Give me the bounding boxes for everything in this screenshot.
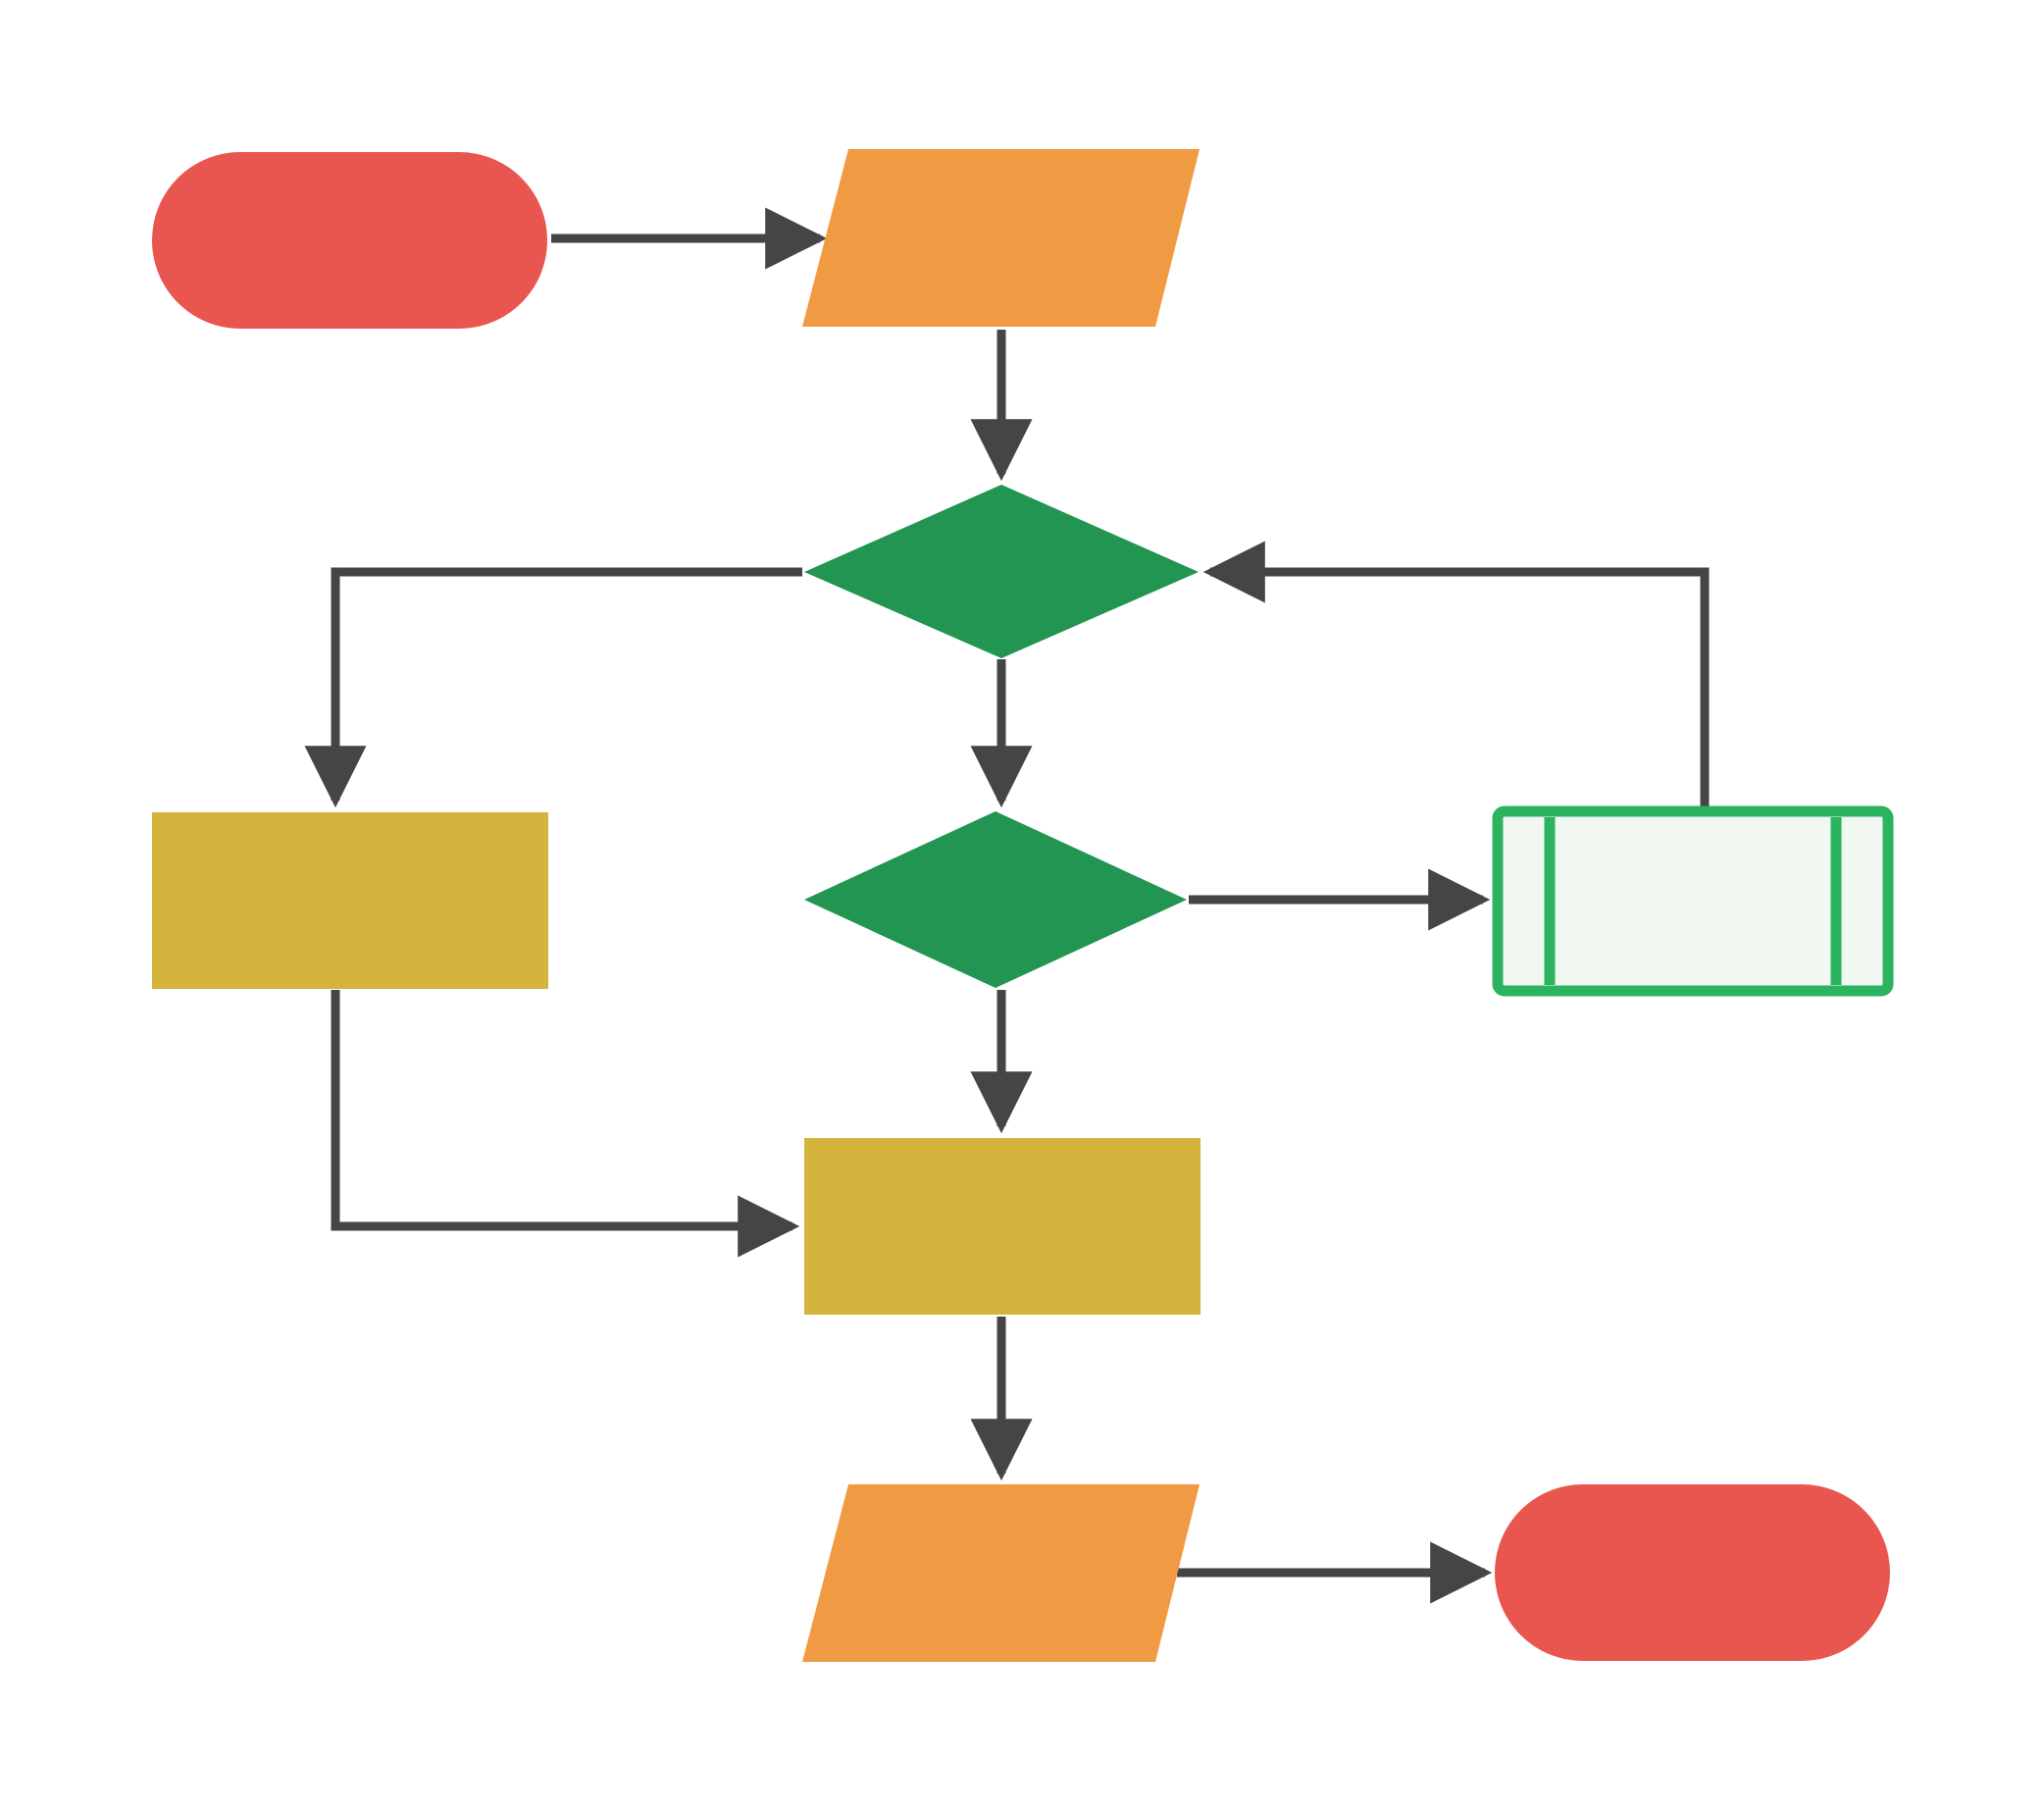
process-center-rectangle-shape[interactable] bbox=[804, 1138, 1201, 1315]
node-layer bbox=[152, 149, 1894, 1662]
edge-process-left-to-process-center bbox=[331, 990, 800, 1258]
node-decision-1-diamond[interactable] bbox=[804, 485, 1199, 658]
edge-layer bbox=[304, 207, 1710, 1604]
node-process-left-rectangle[interactable] bbox=[152, 812, 548, 989]
node-output-parallelogram[interactable] bbox=[802, 1484, 1200, 1662]
end-terminator-shape[interactable] bbox=[1495, 1484, 1890, 1661]
edge-decision-1-to-process-left bbox=[304, 567, 802, 808]
edge-subroutine-to-decision-1 bbox=[1202, 541, 1710, 806]
process-left-rectangle-shape[interactable] bbox=[152, 812, 548, 989]
subroutine-outer-shape[interactable] bbox=[1492, 805, 1894, 997]
node-process-center-rectangle[interactable] bbox=[804, 1138, 1201, 1315]
start-terminator-shape[interactable] bbox=[152, 152, 547, 329]
decision-1-diamond-shape[interactable] bbox=[804, 485, 1199, 658]
node-decision-2-diamond[interactable] bbox=[804, 811, 1187, 988]
output-parallelogram-shape[interactable] bbox=[802, 1484, 1200, 1662]
node-start-terminator[interactable] bbox=[152, 152, 547, 329]
node-subroutine-predefined-process[interactable] bbox=[1492, 805, 1894, 997]
input-parallelogram-shape[interactable] bbox=[802, 149, 1200, 327]
node-input-parallelogram[interactable] bbox=[802, 149, 1200, 327]
node-end-terminator[interactable] bbox=[1495, 1484, 1890, 1661]
decision-2-diamond-shape[interactable] bbox=[804, 811, 1187, 988]
